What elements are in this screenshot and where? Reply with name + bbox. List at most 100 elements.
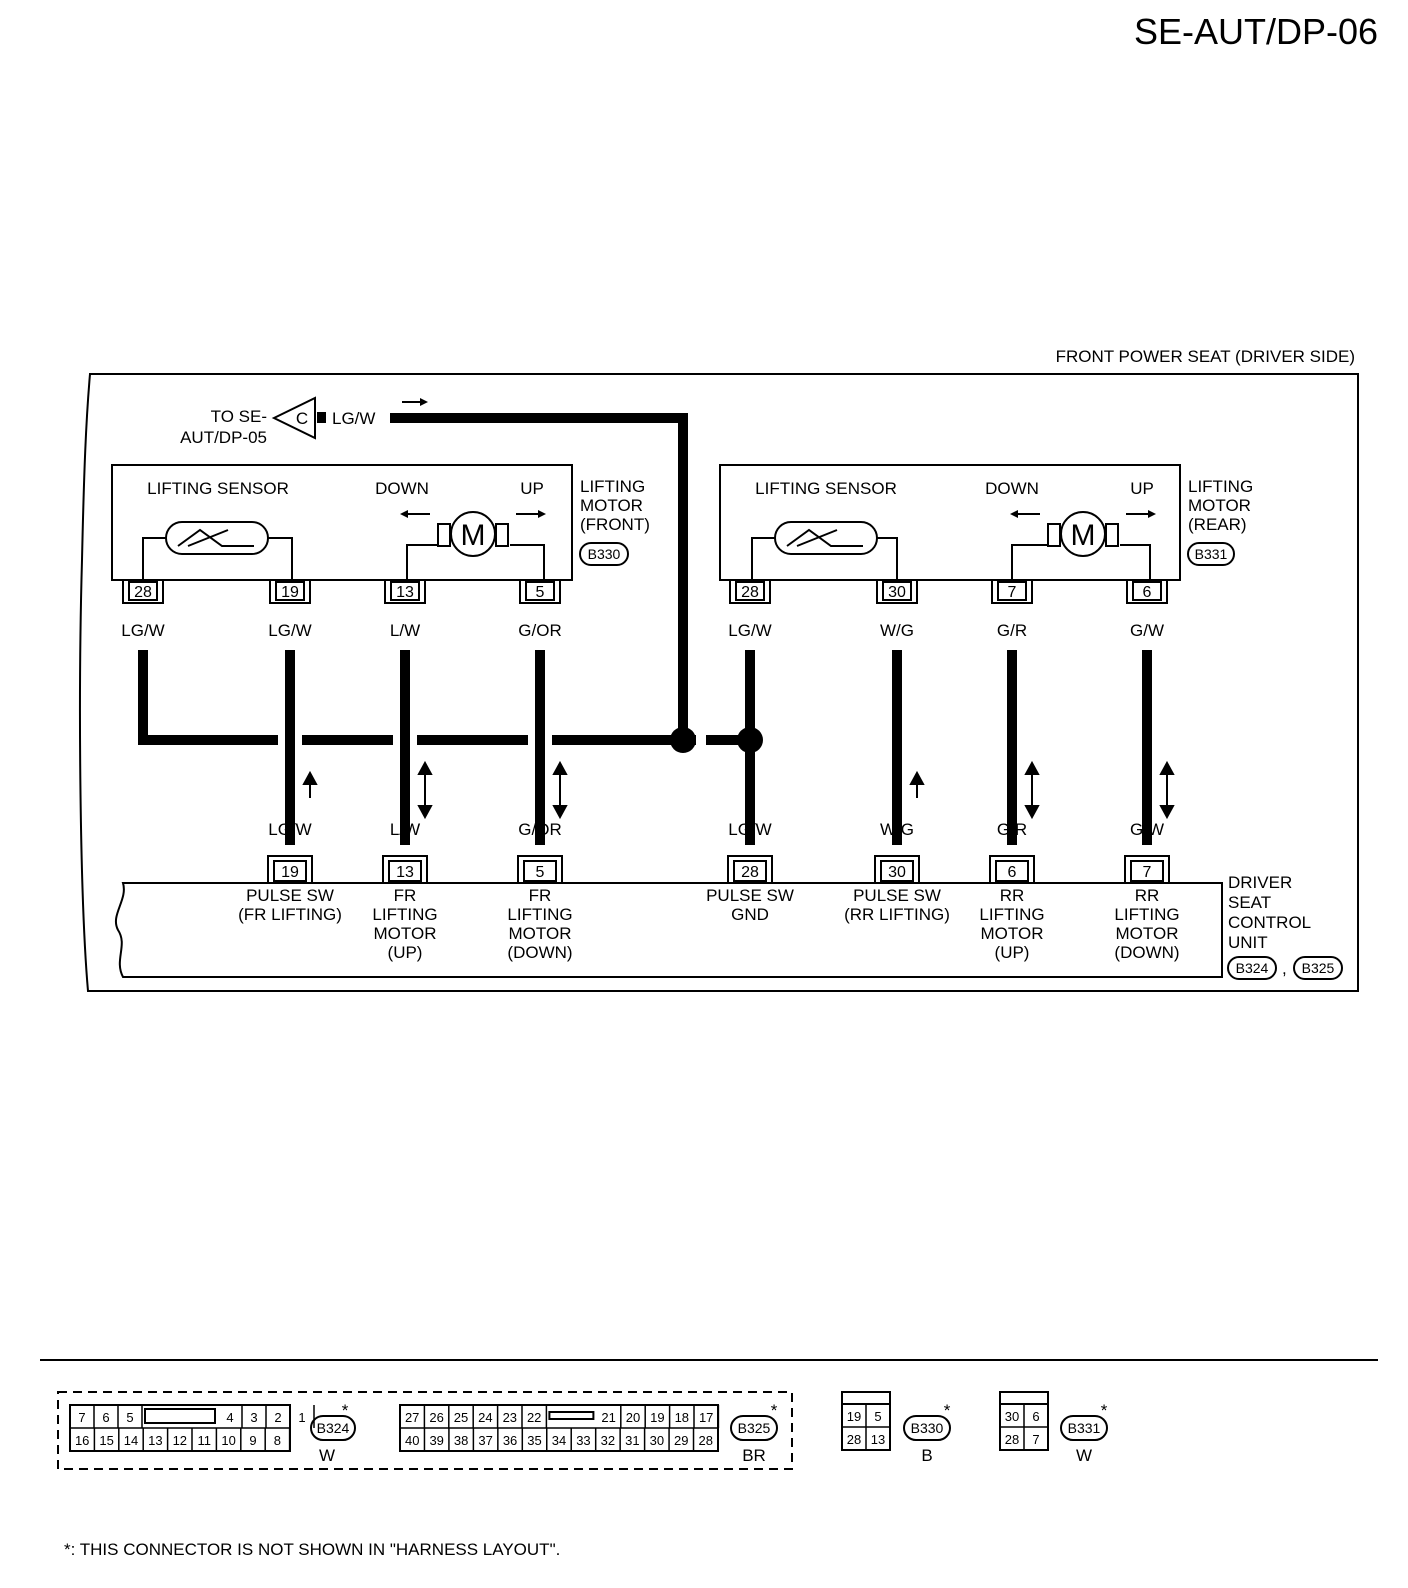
b325-cavity: 23 <box>503 1410 517 1425</box>
svg-text:*: * <box>771 1401 778 1420</box>
upper-pin: 28 LG/W <box>121 580 165 640</box>
svg-text:13: 13 <box>396 584 414 601</box>
footnote: *: THIS CONNECTOR IS NOT SHOWN IN "HARNE… <box>64 1540 560 1559</box>
svg-text:PULSE SW: PULSE SW <box>853 886 941 905</box>
svg-text:G/W: G/W <box>1130 820 1164 839</box>
rear-motor-box <box>719 464 1181 581</box>
b325-cavity: 38 <box>454 1433 468 1448</box>
b325-cavity: 32 <box>601 1433 615 1448</box>
b325-cavity: 29 <box>674 1433 688 1448</box>
rear-motor-icon <box>1060 511 1106 557</box>
b325-cavity: 21 <box>601 1410 615 1425</box>
svg-text:*: * <box>1101 1401 1108 1420</box>
b325-cavity: 28 <box>699 1433 713 1448</box>
control-unit-separator: , <box>1282 959 1287 978</box>
svg-text:6: 6 <box>1143 584 1152 601</box>
svg-text:(UP): (UP) <box>388 943 423 962</box>
svg-text:RR: RR <box>1135 886 1160 905</box>
svg-text:LIFTING: LIFTING <box>507 905 572 924</box>
b324-cavity: 5 <box>126 1410 133 1425</box>
legend-dashed-group <box>57 1391 793 1470</box>
signal-arrows <box>302 760 1175 820</box>
svg-text:L/W: L/W <box>390 621 420 640</box>
svg-text:G/W: G/W <box>1130 621 1164 640</box>
svg-text:13: 13 <box>871 1432 885 1447</box>
rear-lifting-sensor-icon <box>774 521 878 555</box>
control-unit-name-3: CONTROL <box>1228 913 1311 932</box>
connector-ref-line2: AUT/DP-05 <box>180 428 267 447</box>
svg-text:FR: FR <box>529 886 552 905</box>
b324-cavity: 2 <box>274 1410 281 1425</box>
svg-text:28: 28 <box>741 864 759 881</box>
upper-pin: 28 LG/W <box>728 580 772 640</box>
rear-motor-name-3: (REAR) <box>1188 515 1247 534</box>
front-motor-box <box>111 464 573 581</box>
b325-cavity: 36 <box>503 1433 517 1448</box>
front-motor-connector: B330 <box>588 546 621 562</box>
lower-pin: LG/W 28 PULSE SW GND <box>706 820 794 924</box>
svg-text:MOTOR: MOTOR <box>1116 924 1179 943</box>
connector-ref-line1: TO SE- <box>211 407 267 426</box>
svg-text:(FR LIFTING): (FR LIFTING) <box>238 905 342 924</box>
svg-text:19: 19 <box>847 1409 861 1424</box>
svg-text:LG/W: LG/W <box>728 621 771 640</box>
svg-text:PULSE SW: PULSE SW <box>246 886 334 905</box>
b324-cavity: 10 <box>221 1433 235 1448</box>
svg-text:FR: FR <box>394 886 417 905</box>
svg-text:LIFTING: LIFTING <box>372 905 437 924</box>
svg-text:M: M <box>1071 519 1096 552</box>
splice-point <box>670 727 696 753</box>
control-unit-box <box>115 882 1223 978</box>
svg-text:G/OR: G/OR <box>518 621 561 640</box>
control-unit-name-2: SEAT <box>1228 893 1271 912</box>
b324-cavity: 3 <box>250 1410 257 1425</box>
b324-cavity: 6 <box>102 1410 109 1425</box>
svg-text:LIFTING: LIFTING <box>1114 905 1179 924</box>
b325-cavity: 35 <box>527 1433 541 1448</box>
front-motor-icon <box>450 511 496 557</box>
svg-text:*: * <box>342 1401 349 1420</box>
svg-text:B324: B324 <box>317 1420 350 1436</box>
svg-text:28: 28 <box>1005 1432 1019 1447</box>
b325-cavity: 20 <box>626 1410 640 1425</box>
b324-cavity: 8 <box>274 1433 281 1448</box>
svg-text:5: 5 <box>536 584 545 601</box>
svg-text:LG/W: LG/W <box>268 820 311 839</box>
front-motor-name-3: (FRONT) <box>580 515 650 534</box>
svg-text:B330: B330 <box>911 1420 944 1436</box>
front-sensor-label: LIFTING SENSOR <box>147 479 289 498</box>
b324-cavity: 11 <box>197 1433 211 1448</box>
front-lifting-sensor-icon <box>165 521 269 555</box>
svg-text:LG/W: LG/W <box>728 820 771 839</box>
svg-text:LG/W: LG/W <box>268 621 311 640</box>
control-unit-name-1: DRIVER <box>1228 873 1292 892</box>
b324-cavity: 4 <box>226 1410 233 1425</box>
control-unit-connector-2: B325 <box>1302 960 1335 976</box>
upper-pin: 5 G/OR <box>518 580 562 640</box>
svg-text:W: W <box>319 1446 335 1465</box>
seat-frame <box>79 373 1359 992</box>
svg-text:6: 6 <box>1032 1409 1039 1424</box>
svg-text:30: 30 <box>888 584 906 601</box>
svg-text:(DOWN): (DOWN) <box>1114 943 1179 962</box>
front-motor-name-2: MOTOR <box>580 496 643 515</box>
svg-text:5: 5 <box>874 1409 881 1424</box>
svg-text:M: M <box>461 519 486 552</box>
b325-cavity: 18 <box>675 1410 689 1425</box>
svg-text:W: W <box>1076 1446 1092 1465</box>
svg-text:6: 6 <box>1008 864 1017 881</box>
b325-cavity: 24 <box>478 1410 492 1425</box>
svg-text:30: 30 <box>888 864 906 881</box>
svg-text:28: 28 <box>741 584 759 601</box>
b324-cavity: 7 <box>78 1410 85 1425</box>
front-up-label: UP <box>520 479 544 498</box>
svg-text:MOTOR: MOTOR <box>981 924 1044 943</box>
control-unit-name-4: UNIT <box>1228 933 1268 952</box>
b325-cavity: 33 <box>576 1433 590 1448</box>
upper-pin: 30 W/G <box>876 580 918 640</box>
upper-pin: 19 LG/W <box>268 580 312 640</box>
legend-b330: 19 5 28 13 B330 * B <box>841 1391 951 1465</box>
rear-motor-connector: B331 <box>1195 546 1228 562</box>
b324-cavity: 1 <box>298 1410 305 1425</box>
